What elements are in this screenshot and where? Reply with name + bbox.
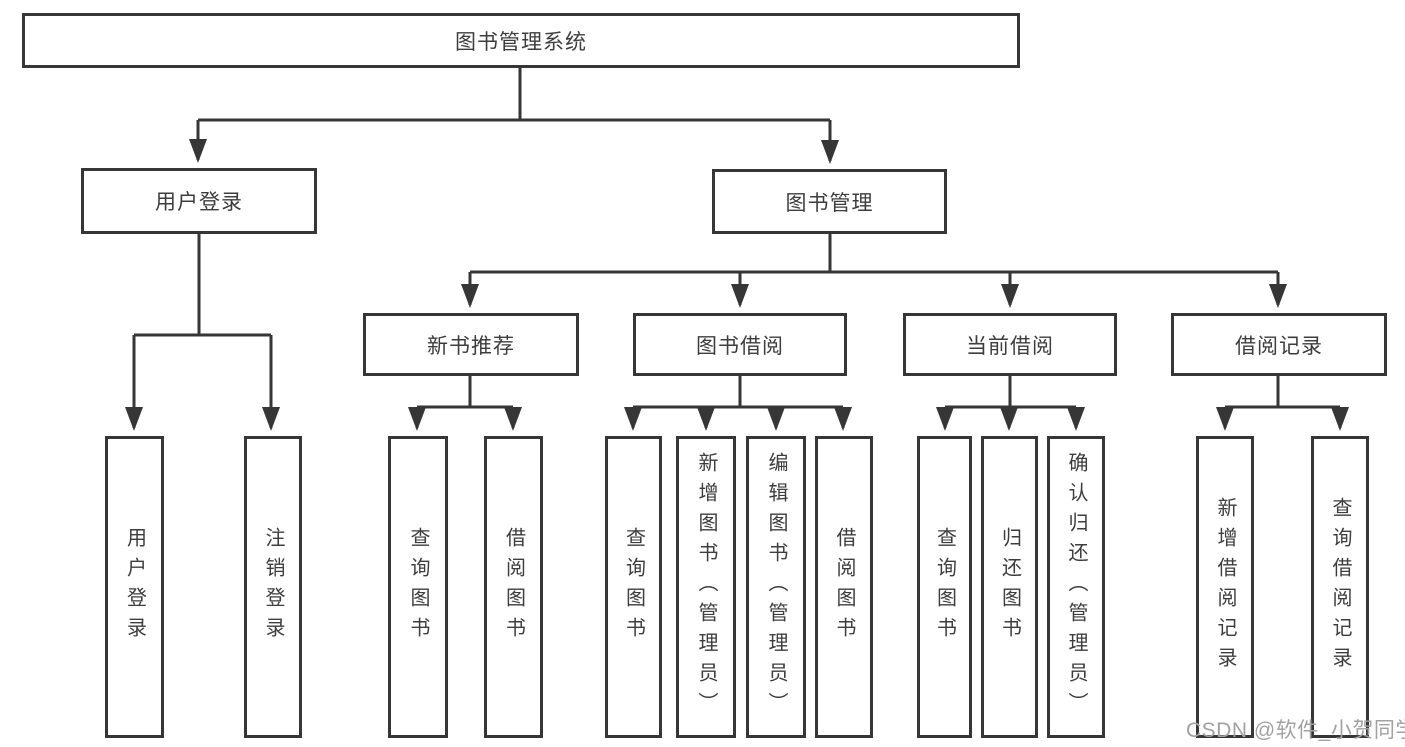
node-book-management-label: 图书管理 xyxy=(785,191,874,215)
leaf-user-login: 用户登录 xyxy=(105,436,164,738)
node-current-borrowing-label: 当前借阅 xyxy=(966,334,1054,358)
leaf-recommend-borrow-books-label: 借阅图书 xyxy=(502,527,525,647)
leaf-borrowing-query-books: 查询图书 xyxy=(605,436,662,738)
node-user-login-label: 用户登录 xyxy=(155,191,243,214)
leaf-recommend-borrow-books: 借阅图书 xyxy=(484,436,543,738)
leaf-borrowing-borrow-books-label: 借阅图书 xyxy=(833,527,855,647)
node-borrowing-records-label: 借阅记录 xyxy=(1235,334,1323,358)
csdn-watermark: CSDN @软件_小贺同学 xyxy=(1186,719,1405,742)
leaf-borrowing-query-books-label: 查询图书 xyxy=(622,527,645,647)
leaf-query-borrow-record: 查询借阅记录 xyxy=(1311,436,1369,738)
leaf-query-borrow-record-label: 查询借阅记录 xyxy=(1329,497,1351,677)
leaf-recommend-query-books: 查询图书 xyxy=(388,436,448,738)
leaf-add-borrow-record: 新增借阅记录 xyxy=(1196,436,1254,738)
leaf-return-books: 归还图书 xyxy=(981,436,1038,738)
node-borrowing-records: 借阅记录 xyxy=(1171,313,1387,376)
node-new-book-recommend: 新书推荐 xyxy=(363,313,579,376)
leaf-confirm-return-admin: 确认归还（管理员） xyxy=(1047,436,1105,738)
leaf-recommend-query-books-label: 查询图书 xyxy=(407,527,429,647)
node-new-book-recommend-label: 新书推荐 xyxy=(427,334,515,358)
leaf-edit-book-admin-label: 编辑图书（管理员） xyxy=(765,452,787,722)
leaf-add-book-admin: 新增图书（管理员） xyxy=(676,436,736,738)
node-book-management: 图书管理 xyxy=(712,169,947,234)
leaf-add-borrow-record-label: 新增借阅记录 xyxy=(1214,497,1236,677)
node-book-borrowing: 图书借阅 xyxy=(633,313,847,376)
node-book-borrowing-label: 图书借阅 xyxy=(696,334,784,358)
leaf-logout-login: 注销登录 xyxy=(244,436,302,738)
leaf-borrowing-borrow-books: 借阅图书 xyxy=(815,436,873,738)
leaf-return-books-label: 归还图书 xyxy=(998,527,1021,647)
node-current-borrowing: 当前借阅 xyxy=(903,313,1117,376)
leaf-add-book-admin-label: 新增图书（管理员） xyxy=(695,452,717,722)
leaf-confirm-return-admin-label: 确认归还（管理员） xyxy=(1065,452,1087,722)
node-root: 图书管理系统 xyxy=(22,13,1020,68)
leaf-current-query-books-label: 查询图书 xyxy=(933,527,956,647)
leaf-current-query-books: 查询图书 xyxy=(917,436,972,738)
leaf-user-login-label: 用户登录 xyxy=(123,527,146,647)
node-user-login: 用户登录 xyxy=(81,168,317,234)
leaf-edit-book-admin: 编辑图书（管理员） xyxy=(746,436,806,738)
node-root-label: 图书管理系统 xyxy=(455,30,587,54)
leaf-logout-login-label: 注销登录 xyxy=(262,527,284,647)
